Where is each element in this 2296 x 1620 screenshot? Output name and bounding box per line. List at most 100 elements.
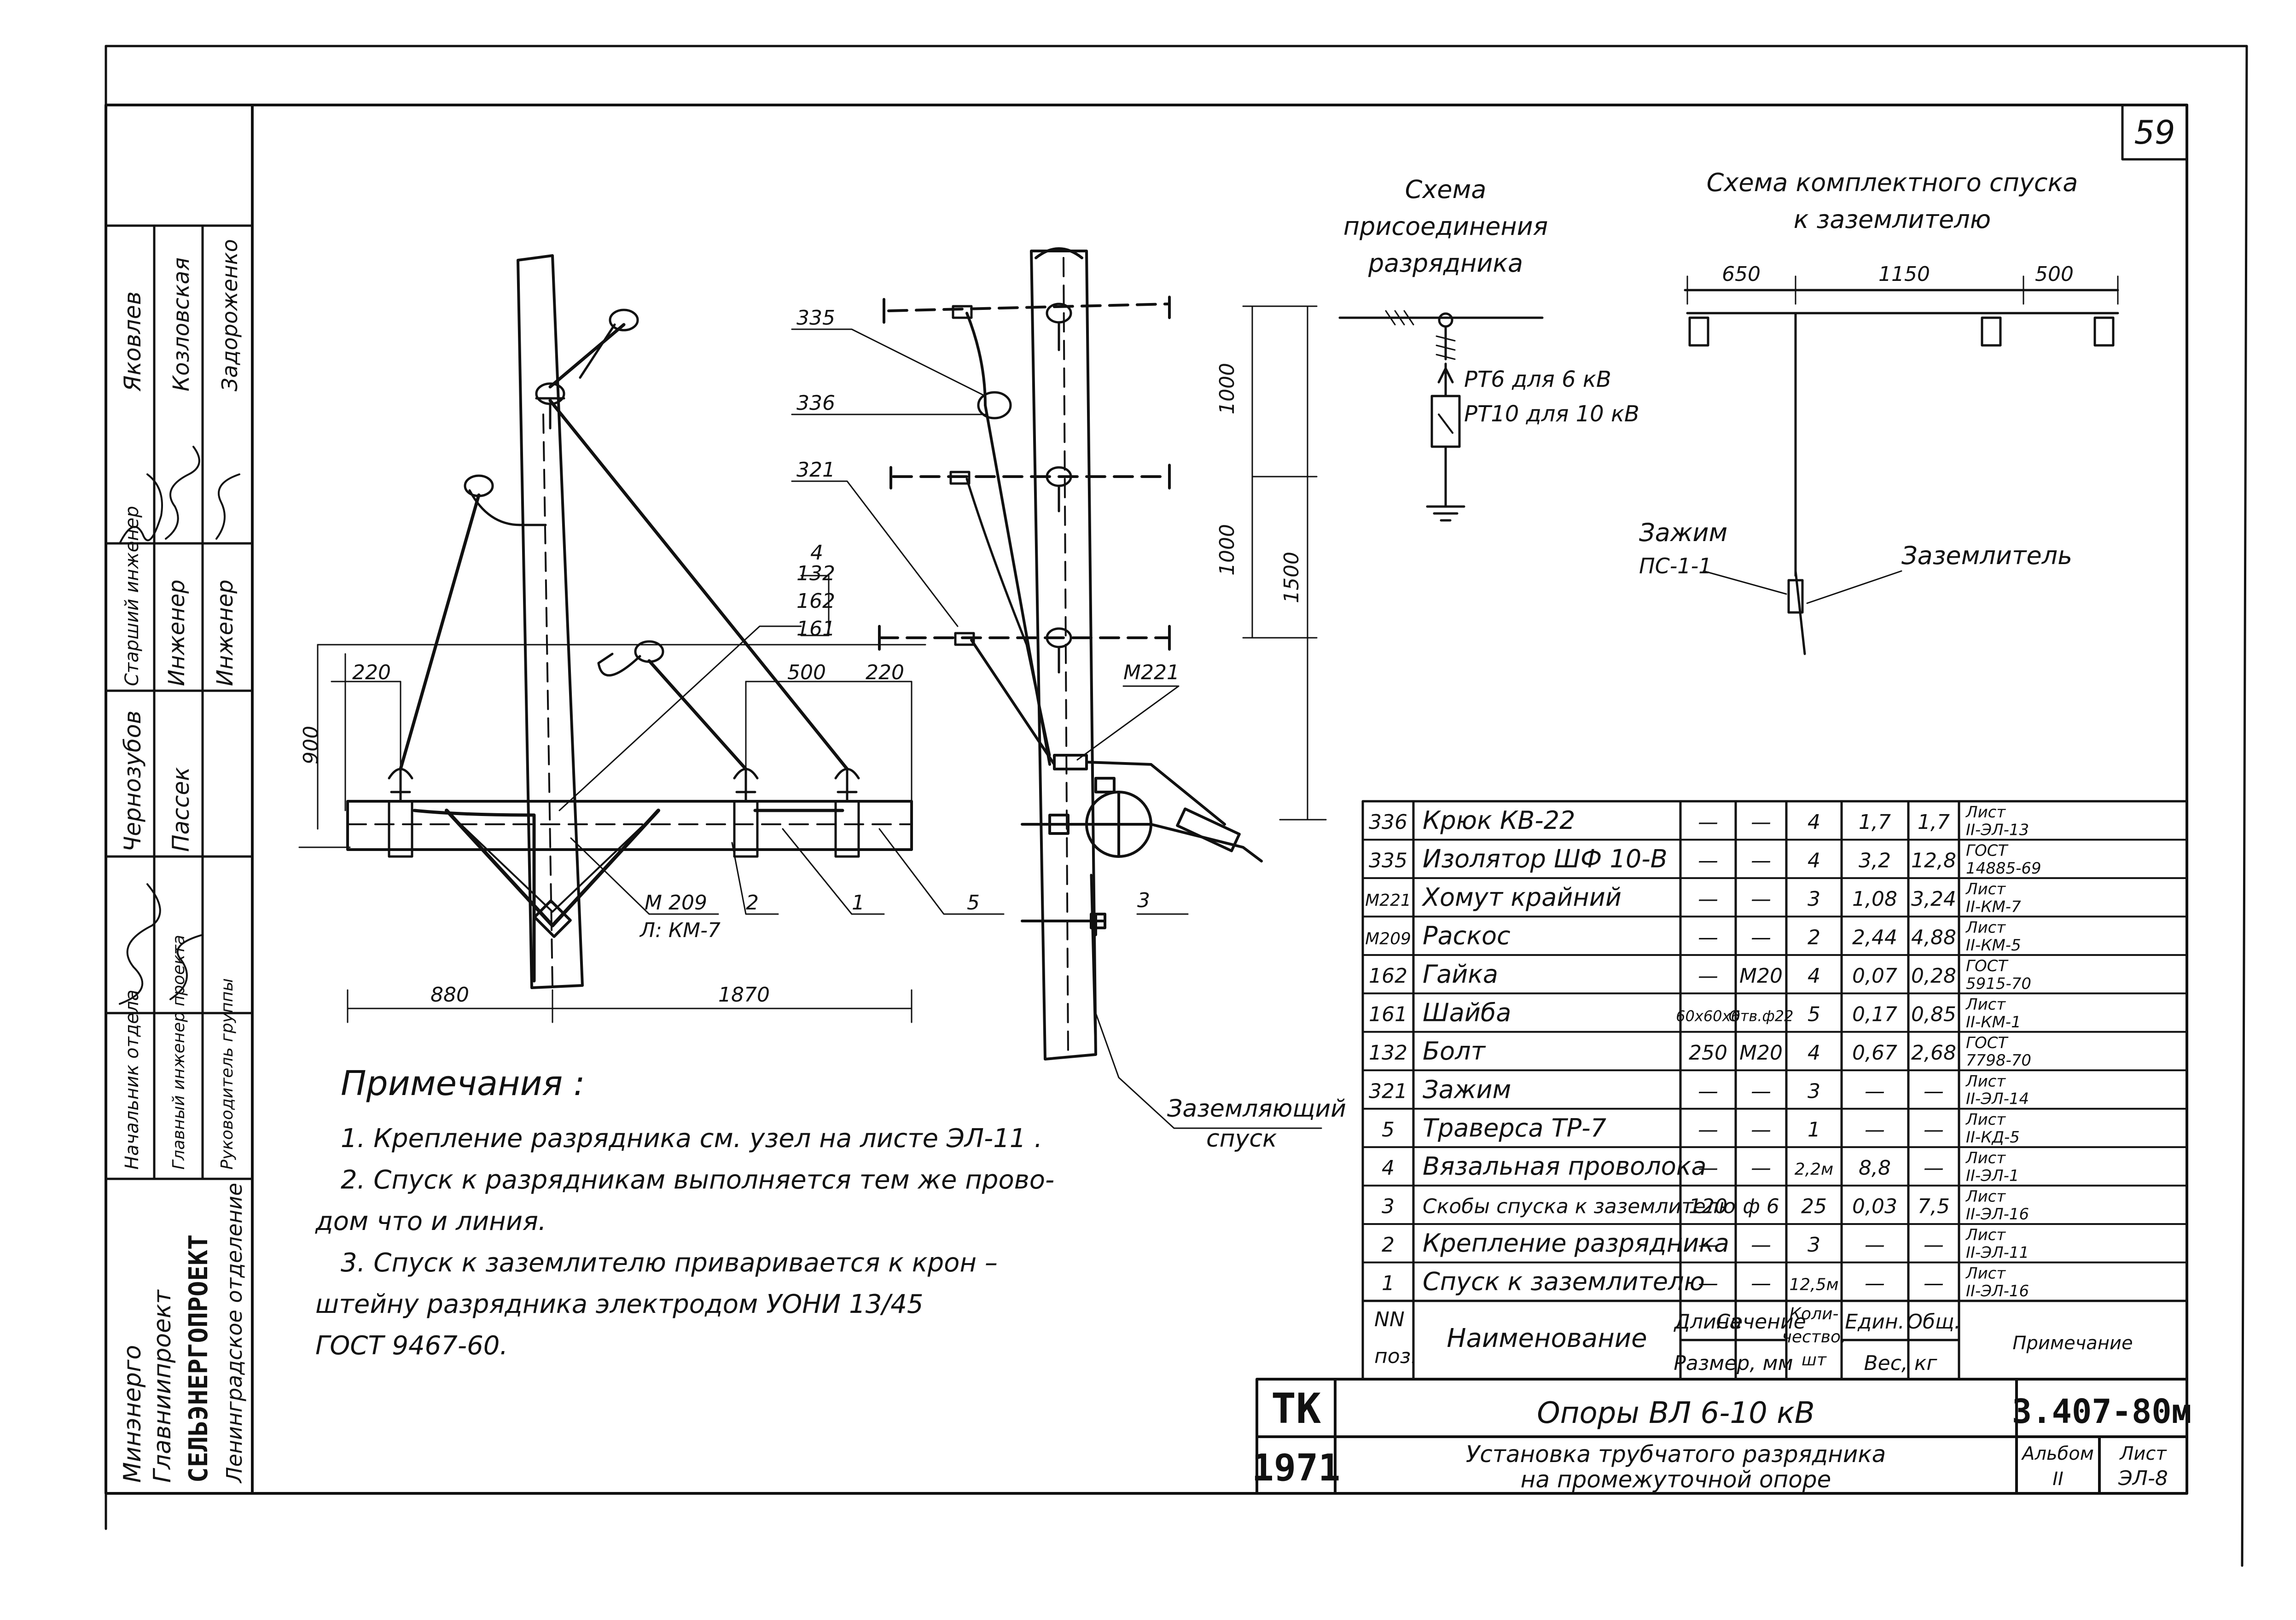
dim-1000-top: 1000 [1215, 363, 1239, 414]
dim-500: 500 [787, 661, 826, 684]
header-size: Размер, мм [1674, 1352, 1793, 1375]
connection-title-3: разрядника [1368, 249, 1523, 278]
note-2b: дом что и линия. [315, 1206, 546, 1236]
org-line-2: Главниипроект [149, 1289, 176, 1483]
note-3: 3. Спуск к заземлителю приваривается к к… [341, 1248, 998, 1278]
front-view [298, 254, 1005, 1023]
cell-unit: 0,07 [1852, 964, 1897, 988]
cell-unit: — [1865, 1272, 1885, 1295]
cell-length: — [1698, 1233, 1718, 1257]
callout-321: 321 [796, 458, 835, 482]
cell-pos: 1 [1382, 1272, 1395, 1295]
header-qty-1: Коли- [1790, 1305, 1839, 1323]
callout-3: 3 [1137, 889, 1150, 912]
cell-note: Лист [1965, 1111, 2006, 1129]
cell-total: 12,8 [1911, 849, 1956, 873]
header-length: Длина [1674, 1310, 1742, 1334]
cell-pos: 321 [1369, 1079, 1407, 1103]
cell-qty: 2 [1808, 926, 1820, 949]
cell-total: — [1924, 1156, 1944, 1180]
front-view-labels: 220 500 220 900 880 1870 4 132 162 161 М… [299, 541, 980, 1007]
cell-name: Хомут крайний [1421, 883, 1622, 912]
cell-length: — [1698, 1079, 1718, 1103]
dim-1500: 1500 [1280, 552, 1303, 603]
cell-name: Гайка [1423, 960, 1498, 989]
leader-2: 2 [746, 891, 759, 915]
side-view [791, 247, 1327, 1129]
cell-unit: 8,8 [1859, 1156, 1891, 1180]
sheet-number-box: 59 [2121, 104, 2188, 161]
leader-km7: Л: КМ-7 [639, 919, 721, 942]
cell-note: ГОСТ [1966, 842, 2008, 860]
cell-note: 5915-70 [1966, 974, 2031, 993]
cell-unit: 3,2 [1859, 849, 1891, 873]
note-1: 1. Крепление разрядника см. узел на лист… [341, 1124, 1043, 1154]
ground-label: Заземлитель [1901, 541, 2072, 570]
cell-qty: 3 [1808, 1079, 1820, 1103]
cell-total: 2,68 [1911, 1041, 1956, 1065]
cell-section: — [1751, 887, 1771, 911]
header-section: Сечение [1716, 1310, 1806, 1334]
callout-335: 335 [796, 306, 835, 330]
cell-note: Лист [1965, 1072, 2006, 1090]
sheet-label: Лист [2119, 1443, 2167, 1464]
cell-total: — [1924, 1233, 1944, 1257]
header-unit: Един. [1845, 1310, 1905, 1334]
clamp-label-1: Зажим [1639, 518, 1727, 547]
cell-name: Траверса ТР-7 [1423, 1113, 1606, 1142]
name-4: Козловская [169, 257, 194, 391]
ground-descent-2: спуск [1206, 1125, 1277, 1153]
cell-note: Лист [1965, 918, 2006, 937]
header-pos-1: NN [1374, 1308, 1405, 1331]
position-1: Начальник отдела [122, 990, 143, 1170]
cell-length: 60x60x6 [1676, 1007, 1740, 1025]
cell-length: — [1698, 1118, 1718, 1142]
album-label: Альбом [2021, 1443, 2094, 1464]
cell-note: II-ЭЛ-1 [1966, 1167, 2019, 1185]
name-2: Пассек [168, 767, 194, 852]
cell-note: Лист [1965, 995, 2006, 1014]
dim-900: 900 [299, 726, 323, 764]
spec-table-header: NN поз. Наименование Длина Сечение Разме… [1374, 1305, 2133, 1375]
note-2: 2. Спуск к разрядникам выполняется тем ж… [341, 1165, 1055, 1195]
album-value: II [2052, 1468, 2063, 1490]
cell-name: Шайба [1423, 998, 1511, 1027]
header-weight: Вес, кг [1864, 1352, 1937, 1375]
cell-pos: 132 [1369, 1041, 1407, 1065]
cell-total: 3,24 [1911, 887, 1956, 911]
cell-pos: М221 [1365, 891, 1411, 910]
cell-pos: 3 [1382, 1195, 1395, 1218]
descent-title-2: к заземлителю [1794, 205, 1991, 234]
cell-section: — [1751, 1272, 1771, 1295]
cell-section: Отв.ф22 [1729, 1007, 1794, 1025]
note-3c: ГОСТ 9467-60. [315, 1331, 508, 1361]
header-note: Примечание [2012, 1333, 2133, 1354]
cell-name: Раскос [1423, 921, 1511, 950]
left-title-block [105, 224, 254, 1180]
header-total: Общ. [1907, 1310, 1960, 1334]
cell-note: Лист [1965, 1226, 2006, 1244]
cell-qty: 4 [1808, 1041, 1820, 1065]
cell-unit: — [1865, 1079, 1885, 1103]
position-5: Инженер [164, 580, 190, 686]
descent-scheme-labels: Схема комплектного спуска к заземлителю … [1639, 168, 2078, 578]
cell-section: — [1751, 1156, 1771, 1180]
cell-note: II-ЭЛ-14 [1966, 1090, 2029, 1108]
cell-name: Изолятор ШФ 10-В [1423, 845, 1668, 874]
connection-title-2: присоединения [1343, 212, 1548, 241]
cell-unit: 1,7 [1859, 810, 1891, 834]
callout-336: 336 [796, 391, 835, 415]
cell-name: Скобы спуска к заземлителю [1423, 1195, 1736, 1218]
name-1: Чернозубов [119, 711, 146, 852]
cell-note: ГОСТ [1966, 1034, 2008, 1052]
cell-qty: 4 [1808, 964, 1820, 988]
cell-qty: 3 [1808, 887, 1820, 911]
dim-1870: 1870 [718, 983, 770, 1007]
